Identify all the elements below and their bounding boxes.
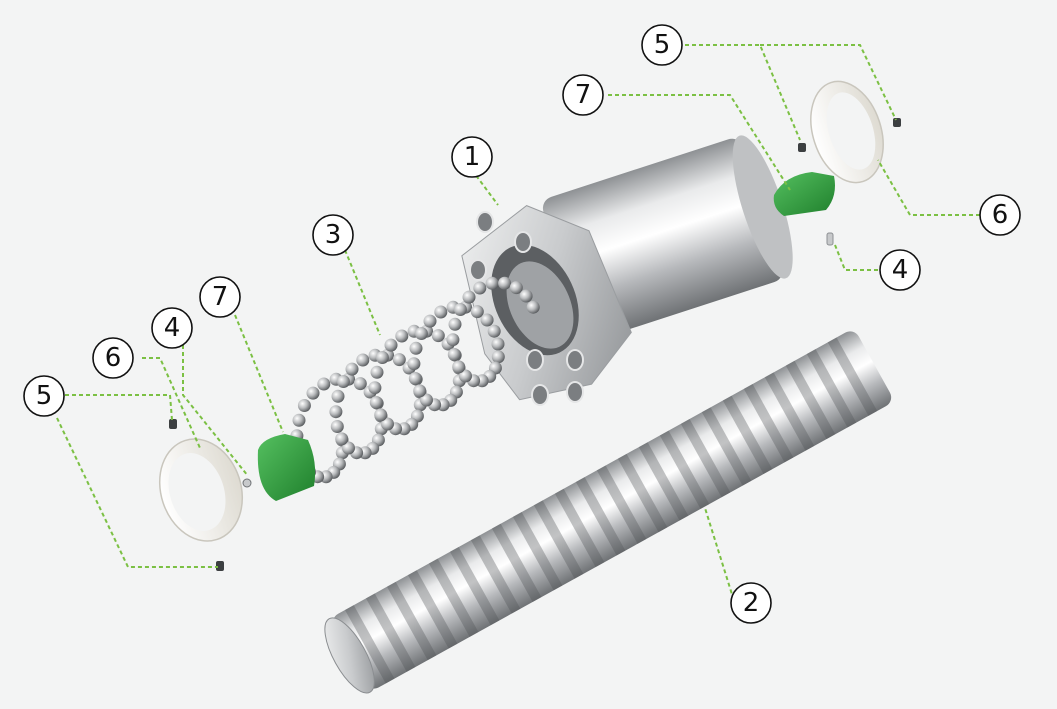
steel-ball	[414, 327, 428, 340]
callout-4-right-label: 4	[892, 255, 909, 285]
steel-ball	[306, 386, 320, 400]
callout-6-left-label: 6	[105, 343, 122, 373]
steel-ball	[329, 405, 343, 419]
seal-ring-icon	[810, 80, 884, 184]
steel-ball	[434, 305, 448, 319]
callout-7-right-label: 7	[575, 80, 592, 110]
steel-ball	[413, 384, 427, 398]
callout-6-right-label: 6	[992, 200, 1009, 230]
steel-ball	[356, 353, 370, 367]
callout-2-label: 2	[743, 588, 760, 618]
steel-ball	[509, 281, 523, 295]
callout-2: 2	[730, 582, 772, 624]
steel-ball	[407, 357, 421, 371]
pin-icon	[826, 232, 834, 246]
callout-1-label: 1	[464, 142, 481, 172]
callout-6-left: 6	[92, 337, 134, 379]
steel-ball	[336, 375, 350, 388]
callout-7-right: 7	[562, 74, 604, 116]
steel-ball	[408, 372, 422, 385]
steel-ball	[335, 432, 349, 446]
steel-ball	[487, 324, 501, 338]
steel-ball	[431, 329, 445, 343]
callout-5-right: 5	[641, 24, 683, 66]
steel-ball	[368, 381, 382, 395]
steel-ball	[485, 276, 499, 290]
steel-ball	[453, 303, 467, 316]
wiper-icon	[773, 172, 835, 216]
callout-5-left: 5	[23, 375, 65, 417]
set-screw-icon	[798, 118, 901, 152]
steel-ball	[470, 305, 484, 319]
callout-3: 3	[312, 214, 354, 256]
callout-4-left-label: 4	[164, 313, 181, 343]
steel-ball	[452, 360, 466, 374]
callout-1: 1	[451, 136, 493, 178]
steel-ball	[473, 281, 487, 295]
wiper-icon	[257, 434, 316, 501]
steel-ball	[423, 314, 437, 328]
callout-3-label: 3	[325, 220, 342, 250]
steel-ball	[353, 377, 367, 391]
steel-ball	[459, 369, 472, 383]
callout-7-left: 7	[199, 276, 241, 318]
steel-ball	[447, 348, 461, 361]
steel-ball	[526, 300, 540, 314]
steel-ball	[345, 362, 359, 376]
steel-ball	[395, 329, 409, 343]
steel-ball	[331, 389, 345, 403]
screw-shaft-icon	[324, 331, 892, 694]
steel-ball	[384, 338, 398, 352]
callout-5-left-label: 5	[36, 381, 53, 411]
steel-balls-icon	[290, 276, 540, 484]
steel-ball	[519, 289, 533, 303]
steel-ball	[370, 365, 384, 379]
steel-ball	[330, 420, 344, 433]
steel-ball	[392, 353, 406, 367]
leader-lines	[56, 44, 980, 621]
steel-ball	[409, 341, 423, 355]
steel-ball	[369, 396, 383, 409]
steel-ball	[446, 333, 460, 347]
callout-4-right: 4	[879, 249, 921, 291]
steel-ball	[297, 399, 311, 412]
steel-ball	[381, 417, 394, 431]
steel-ball	[498, 276, 512, 290]
callout-5-right-label: 5	[654, 30, 671, 60]
steel-ball	[375, 351, 389, 364]
steel-ball	[374, 408, 388, 422]
steel-ball	[462, 290, 476, 304]
steel-ball	[491, 350, 505, 364]
steel-ball	[342, 441, 355, 455]
steel-ball	[448, 317, 462, 331]
callout-6-right: 6	[979, 194, 1021, 236]
steel-ball	[317, 377, 331, 391]
steel-ball	[420, 393, 433, 407]
steel-ball	[491, 337, 505, 351]
callout-7-left-label: 7	[212, 282, 229, 312]
set-screw-icon	[169, 419, 224, 571]
steel-ball	[292, 413, 306, 427]
pin-icon	[242, 478, 252, 488]
flange-nut-icon	[461, 135, 793, 406]
steel-ball	[480, 313, 494, 327]
seal-ring-icon	[158, 438, 244, 542]
callout-4-left: 4	[151, 307, 193, 349]
